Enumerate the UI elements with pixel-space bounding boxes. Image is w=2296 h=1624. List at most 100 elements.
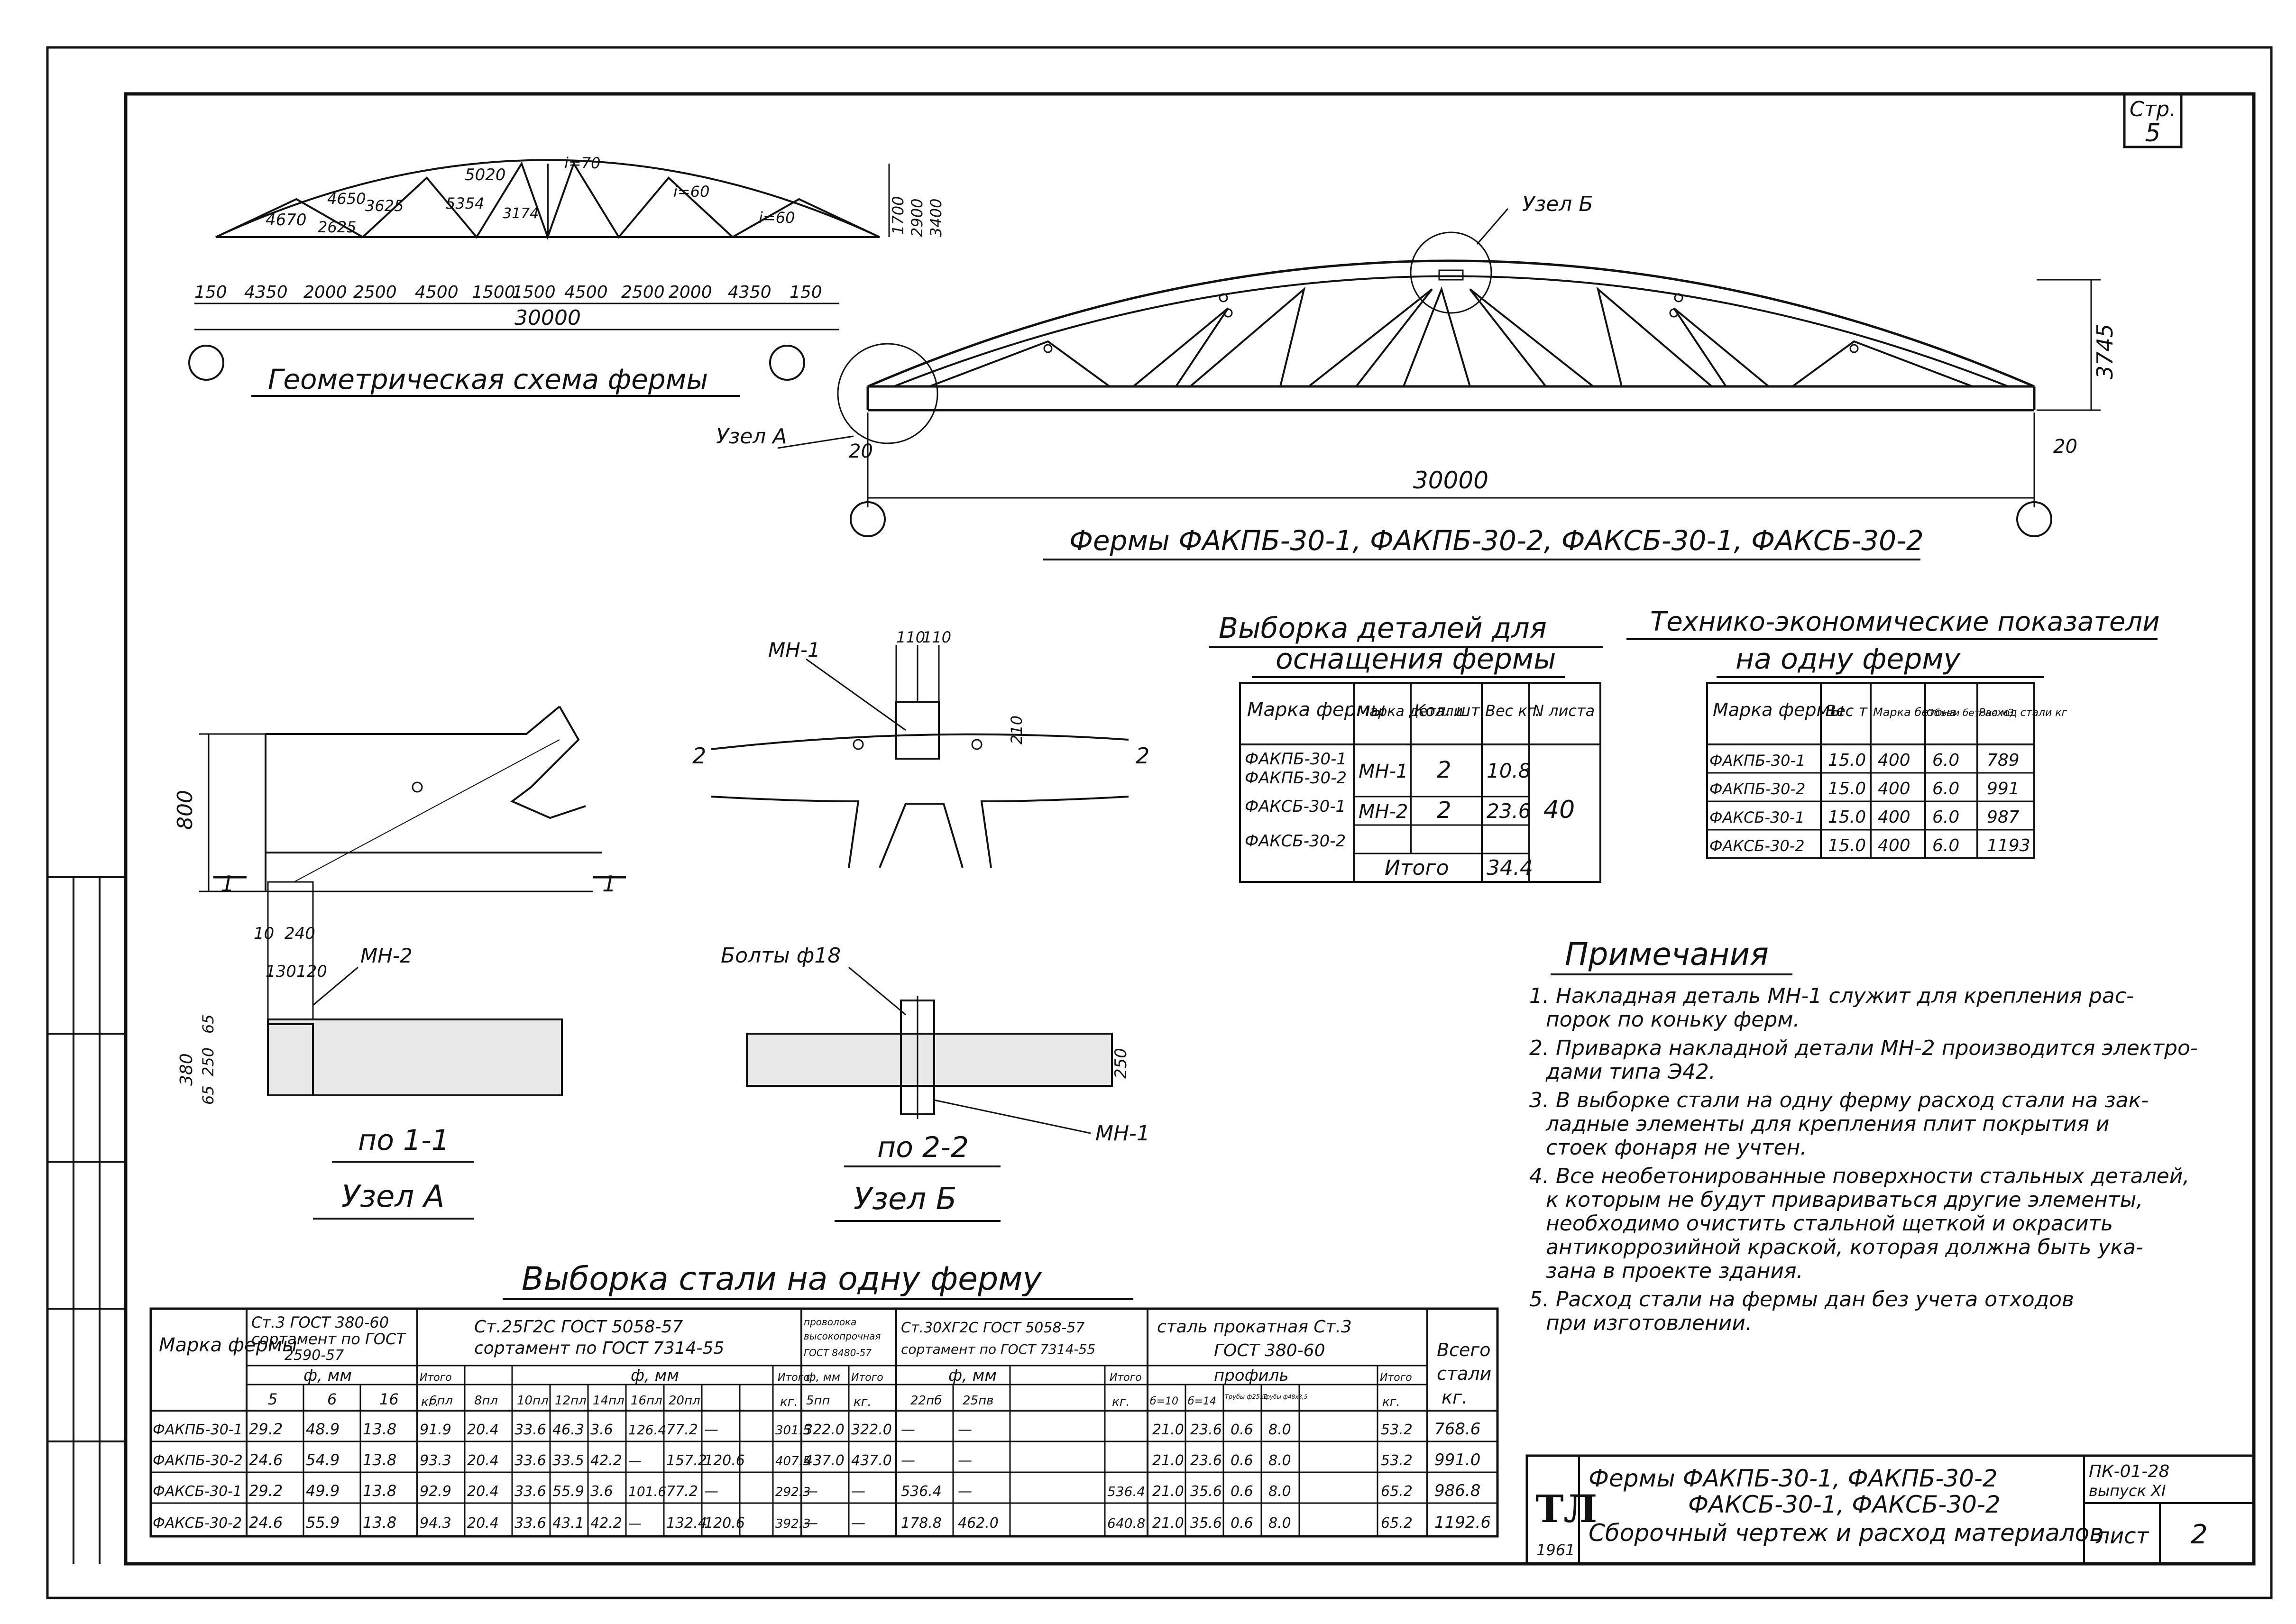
cut-mark: 2 [692, 743, 706, 769]
tech-header: Вес т [1826, 702, 1868, 720]
title-sheet-number: 2 [2191, 1519, 2208, 1550]
parts-header: Марка детали [1357, 703, 1463, 720]
steel-cell: — [628, 1515, 642, 1531]
steel-cell: 437.0 [804, 1452, 845, 1469]
steel-sub: 20пл [669, 1394, 700, 1408]
steel-cell: 49.9 [306, 1482, 340, 1500]
node-a-dim: 120 [296, 962, 327, 981]
logo: ТЛ [1535, 1486, 1597, 1531]
steel-cell: 48.9 [306, 1420, 340, 1438]
steel-head: высокопрочная [804, 1330, 881, 1342]
steel-cell: 8.0 [1268, 1515, 1291, 1532]
steel-cell: — [704, 1422, 718, 1438]
node-a-dim: 130 [266, 962, 296, 981]
tech-header: Объем бетона м3 [1927, 707, 2014, 718]
steel-title: Выборка стали на одну ферму [522, 1260, 1042, 1298]
parts-table: Выборка деталей для оснащения фермы Марк… [1209, 612, 1603, 883]
title-line-2: ФАКСБ-30-1, ФАКСБ-30-2 [1688, 1491, 2001, 1518]
steel-sub: б=14 [1188, 1395, 1216, 1407]
note-line: 5. Расход стали на фермы дан без учета о… [1529, 1287, 2074, 1312]
steel-cell: 322.0 [851, 1422, 892, 1438]
tech-cell: 15.0 [1828, 779, 1866, 798]
tech-header: Марка бетона [1873, 706, 1956, 719]
tech-cell: ФАКСБ-30-1 [1709, 808, 1805, 826]
steel-cell: 94.3 [420, 1515, 451, 1532]
steel-cell: 768.6 [1434, 1420, 1480, 1439]
scheme-member: 5020 [465, 165, 506, 184]
steel-head: кг. [421, 1395, 439, 1409]
steel-cell: 292.3 [775, 1485, 810, 1499]
steel-row: ФАКПБ-30-1 29.2 48.9 13.8 91.9 20.4 33.6… [153, 1420, 1480, 1439]
node-b-caption-2: Узел Б [854, 1182, 957, 1217]
steel-cell: 20.4 [467, 1422, 499, 1438]
steel-cell: 43.1 [552, 1515, 584, 1532]
parts-mark: ФАКСБ-30-2 [1245, 832, 1346, 851]
scheme-slope: i=60 [673, 183, 709, 201]
note-line: зана в проекте здания. [1546, 1259, 1803, 1283]
scheme-height: 1700 [889, 196, 907, 235]
steel-cell: — [628, 1453, 642, 1468]
steel-cell: 13.8 [363, 1451, 396, 1469]
steel-head: 2590-57 [285, 1347, 344, 1364]
node-b-dim: 110 [896, 628, 925, 646]
node-a-dim: 65 [199, 1014, 217, 1034]
scheme-span: 150 [790, 283, 822, 302]
scheme-member: 4650 [327, 190, 366, 208]
steel-sub: 16пл [631, 1394, 662, 1408]
steel-cell: 0.6 [1231, 1515, 1253, 1532]
node-a-label: Узел А [716, 424, 787, 449]
note-line: 2. Приварка накладной детали МН-2 произв… [1529, 1036, 2198, 1060]
truss-top-chord-outer [867, 259, 2035, 388]
note-line: необходимо очистить стальной щеткой и ок… [1546, 1211, 2113, 1236]
node-a-caption-1: по 1-1 [358, 1124, 450, 1157]
note-line: 3. В выборке стали на одну ферму расход … [1529, 1088, 2149, 1112]
tech-cell: 987 [1987, 807, 2020, 827]
steel-cell: ФАКСБ-30-2 [153, 1515, 242, 1532]
steel-cell: 21.0 [1152, 1515, 1184, 1532]
note-line: антикоррозийной краской, которая должна … [1546, 1235, 2143, 1259]
steel-cell: 35.6 [1190, 1483, 1222, 1500]
steel-head: кг. [1382, 1395, 1400, 1409]
steel-cell: 21.0 [1152, 1452, 1184, 1469]
steel-head: кг. [1112, 1395, 1130, 1409]
steel-cell: 65.2 [1381, 1483, 1413, 1500]
scheme-span: 4500 [564, 283, 608, 302]
scheme-span: 4350 [728, 283, 771, 302]
steel-cell: 33.6 [514, 1452, 546, 1469]
scheme-span: 1500 [512, 283, 556, 302]
scheme-member: 5354 [446, 194, 484, 212]
slab-section [267, 1018, 563, 1096]
steel-sub: Трубы ф48х3,5 [1263, 1394, 1307, 1400]
steel-sub: 5пп [806, 1394, 830, 1408]
tech-cell: ФАКПБ-30-1 [1709, 752, 1805, 770]
steel-cell: 8.0 [1268, 1483, 1291, 1500]
steel-cell: 29.2 [249, 1482, 283, 1500]
page-number-box: Стр. 5 [2123, 92, 2183, 148]
parts-header: Кол. шт. [1414, 701, 1485, 720]
tech-cell: ФАКПБ-30-2 [1709, 780, 1805, 798]
steel-cell: 24.6 [249, 1451, 283, 1469]
geometric-scheme: 4670 4650 2625 3625 5020 5354 3174 i=70 … [188, 154, 945, 397]
steel-sub: Трубы ф25х2 [1225, 1394, 1267, 1401]
title-line-1: Фермы ФАКПБ-30-1, ФАКПБ-30-2 [1589, 1465, 1998, 1492]
truss-span: 30000 [1413, 467, 1488, 494]
steel-cell: 407.5 [775, 1454, 810, 1468]
parts-title-2: оснащения фермы [1276, 642, 1556, 676]
tech-cell: 1193 [1987, 836, 2030, 855]
steel-head: Итого [1380, 1372, 1412, 1384]
steel-head: проволока [804, 1316, 856, 1328]
support-circle [188, 345, 224, 381]
parts-header: Вес кг. [1485, 702, 1540, 720]
steel-cell: — [851, 1483, 865, 1500]
scheme-member: 3625 [365, 197, 404, 215]
steel-cell: 157.2 [666, 1452, 707, 1469]
steel-sub: 6 [327, 1390, 337, 1408]
scheme-slope: i=70 [564, 154, 600, 172]
scheme-total: 30000 [514, 306, 581, 330]
steel-cell: 24.6 [249, 1514, 283, 1532]
truss-elevation: Узел Б Узел А 3745 30000 20 20 Фермы ФАК… [716, 192, 2118, 560]
steel-cell: 991.0 [1434, 1450, 1480, 1469]
steel-cell: — [704, 1483, 718, 1500]
steel-head: профиль [1214, 1366, 1289, 1385]
steel-head: кг. [854, 1395, 872, 1409]
